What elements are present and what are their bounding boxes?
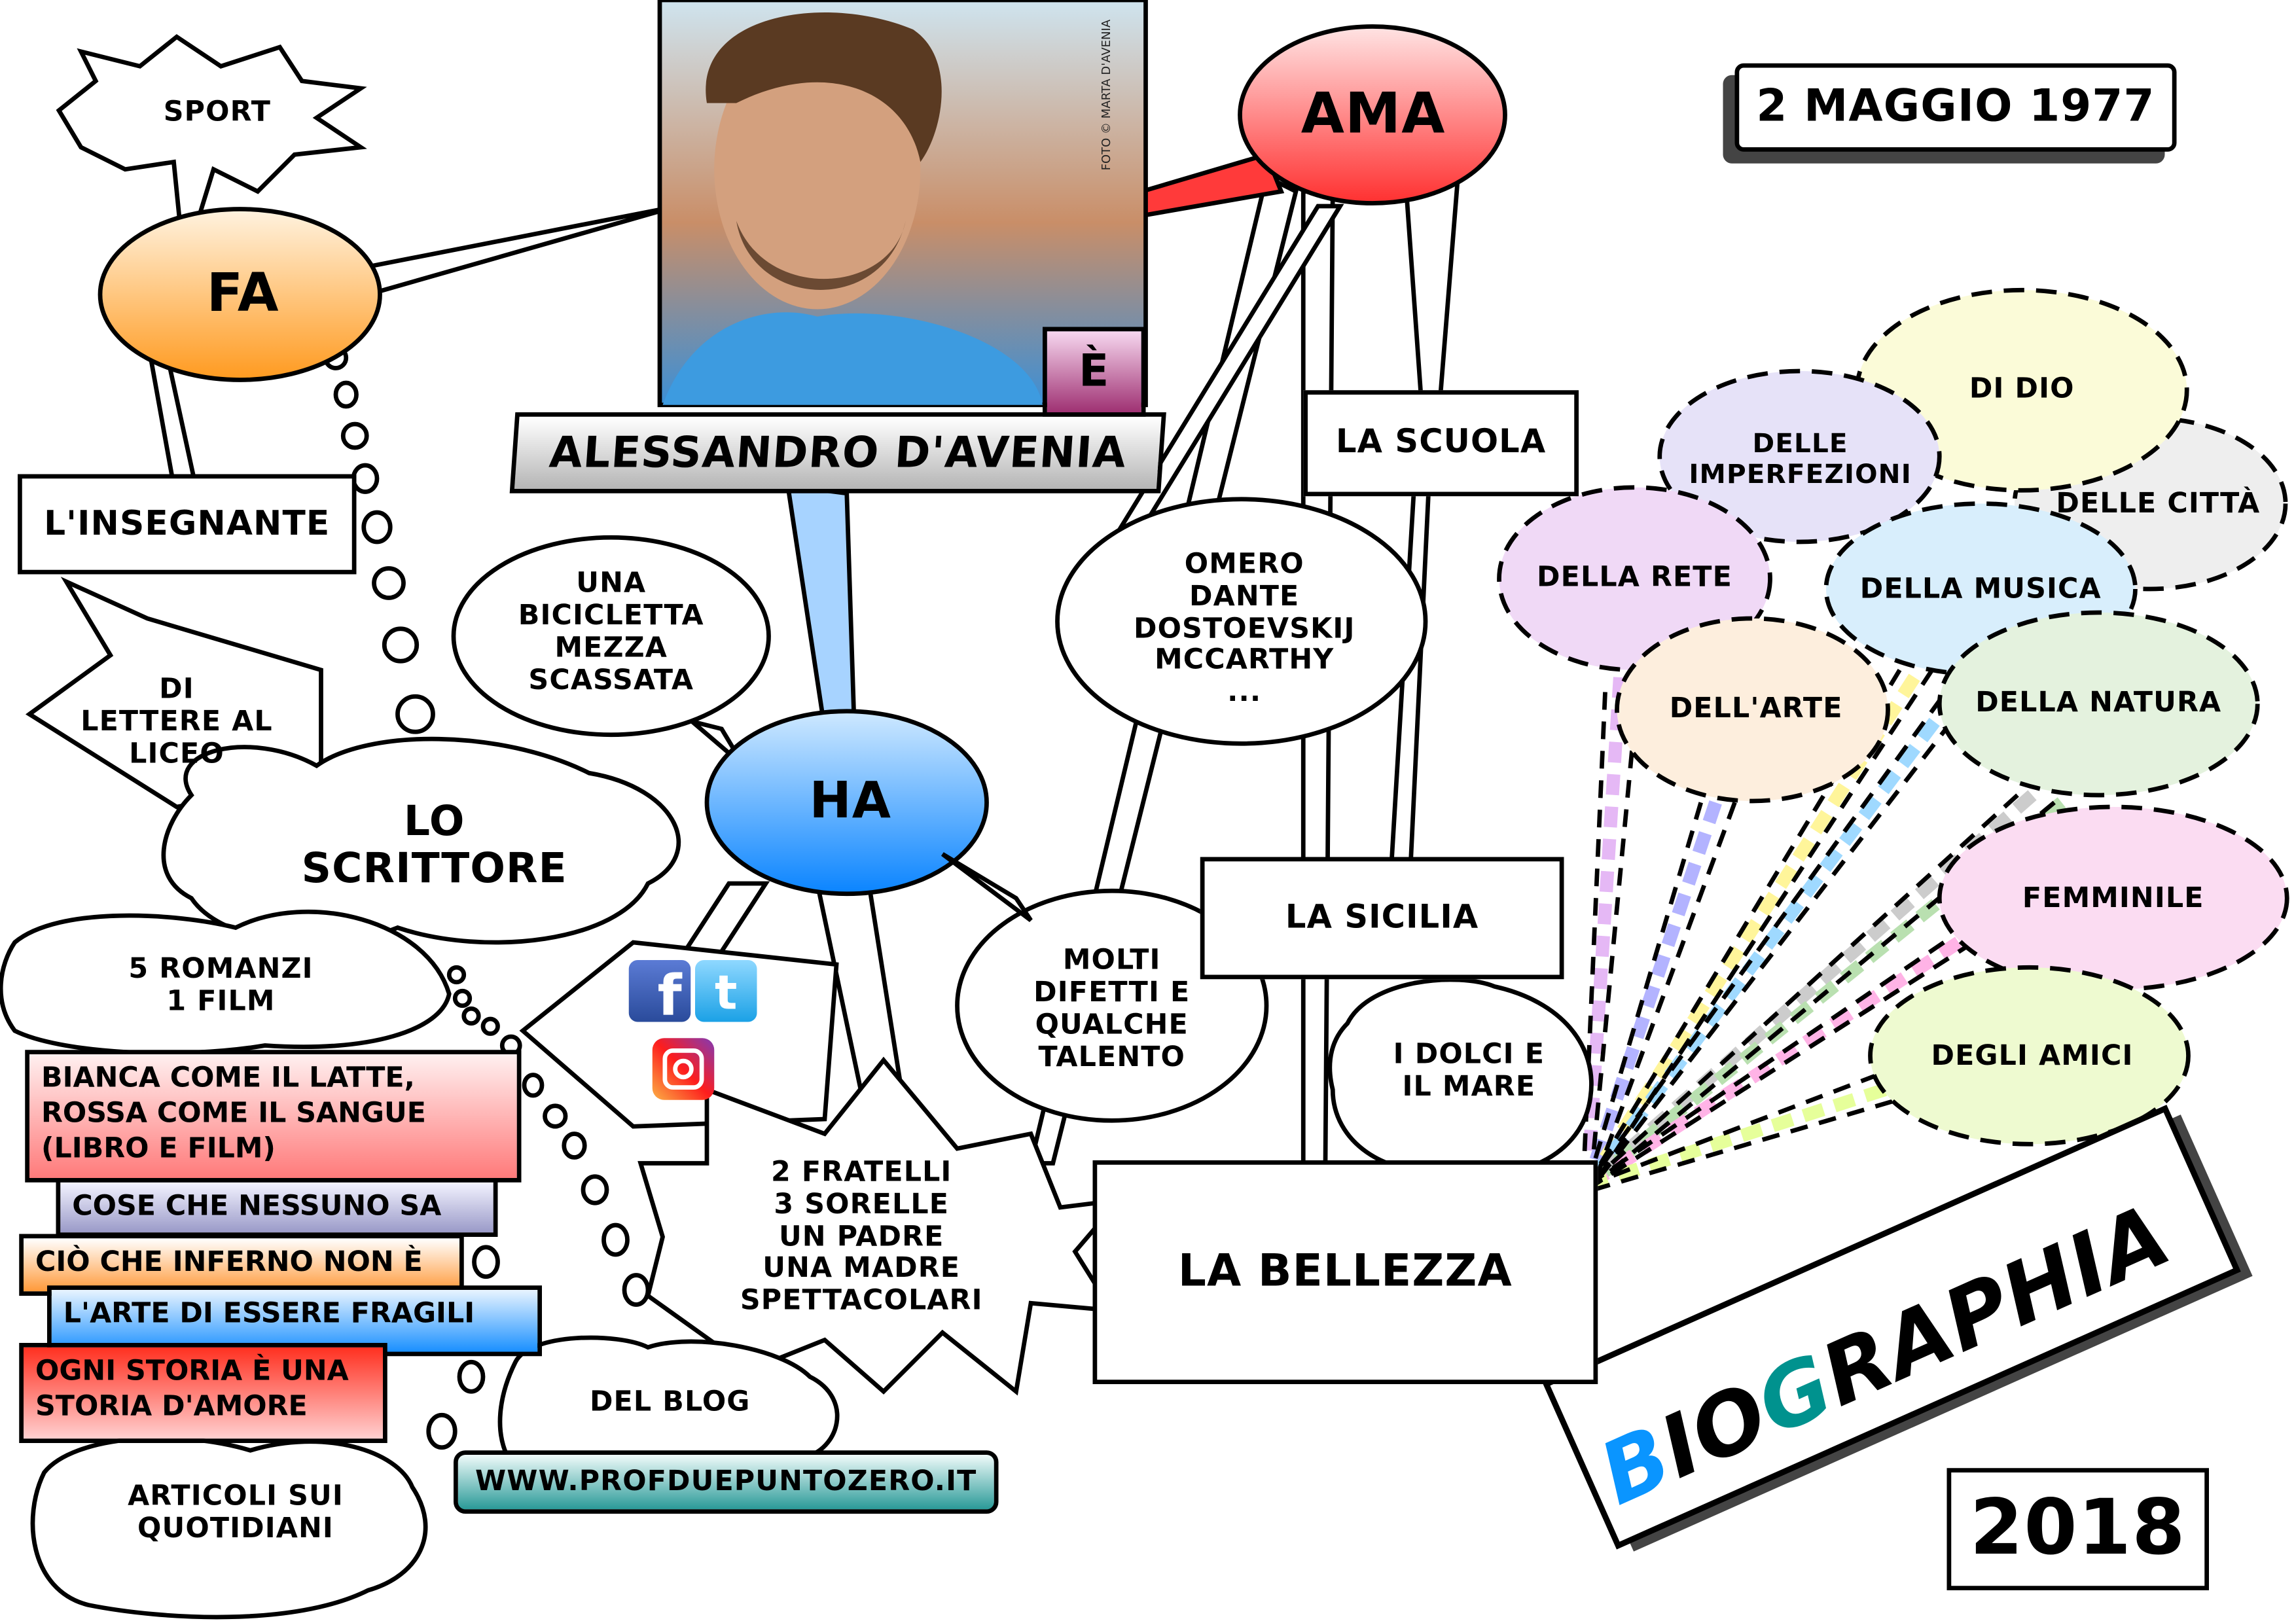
articoli-label: ARTICOLI SUI QUOTIDIANI bbox=[128, 1479, 344, 1544]
blog-label: DEL BLOG bbox=[589, 1385, 751, 1418]
scrittore-label: LO SCRITTORE bbox=[301, 796, 567, 893]
lettere-label: DI LETTERE AL LICEO bbox=[81, 673, 273, 770]
romanzi-cloud bbox=[0, 909, 452, 1056]
blog-cloud bbox=[497, 1335, 840, 1460]
beauty-bubbles bbox=[1497, 287, 2289, 1147]
famiglia-label: 2 FRATELLI 3 SORELLE UN PADRE UNA MADRE … bbox=[740, 1156, 983, 1317]
bici-label: UNA BICICLETTA MEZZA SCASSATA bbox=[518, 567, 704, 696]
twitter-icon[interactable]: t bbox=[695, 960, 757, 1022]
website-link[interactable]: WWW.PROFDUEPUNTOZERO.IT bbox=[454, 1450, 999, 1514]
name-to-ha bbox=[785, 483, 857, 732]
year-box: 2018 bbox=[1946, 1468, 2209, 1590]
social-bubble bbox=[519, 940, 839, 1129]
scuola-box: LA SCUOLA bbox=[1303, 390, 1579, 497]
beauty-natura: DELLA NATURA bbox=[1975, 686, 2222, 719]
instagram-icon[interactable] bbox=[652, 1038, 715, 1100]
beauty-musica: DELLA MUSICA bbox=[1859, 573, 2102, 605]
fa-label: FA bbox=[206, 264, 279, 325]
ha-label: HA bbox=[809, 772, 892, 832]
ama-to-scuola bbox=[1404, 173, 1461, 400]
beauty-amici: DEGLI AMICI bbox=[1931, 1039, 2134, 1073]
difetti-bubble bbox=[955, 888, 1269, 1123]
book-storia[interactable]: OGNI STORIA È UNA STORIA D'AMORE bbox=[19, 1343, 387, 1443]
scrittore-cloud bbox=[161, 736, 681, 946]
difetti-label: MOLTI DIFETTI E QUALCHE TALENTO bbox=[1033, 944, 1191, 1073]
romanzi-label: 5 ROMANZI 1 FILM bbox=[128, 953, 314, 1018]
sport-label: SPORT bbox=[163, 96, 271, 128]
ama-bubble bbox=[1238, 24, 1507, 205]
beauty-rete: DELLA RETE bbox=[1537, 561, 1732, 594]
dolci-cloud bbox=[1327, 977, 1594, 1177]
is-label: È bbox=[1043, 327, 1146, 420]
name-banner: ALESSANDRO D'AVENIA bbox=[509, 412, 1166, 493]
beauty-arte: DELL'ARTE bbox=[1669, 692, 1843, 725]
sport-burst bbox=[56, 34, 367, 266]
beauty-dio: DI DIO bbox=[1969, 372, 2075, 405]
book-bianca[interactable]: BIANCA COME IL LATTE, ROSSA COME IL SANG… bbox=[25, 1050, 522, 1183]
facebook-icon[interactable]: f bbox=[628, 960, 691, 1022]
dolci-label: I DOLCI E IL MARE bbox=[1393, 1037, 1545, 1103]
biographia-banner bbox=[1542, 1105, 2253, 1552]
autori-bubble bbox=[1055, 497, 1428, 746]
insegnante-box: L'INSEGNANTE bbox=[18, 474, 357, 575]
ama-label: AMA bbox=[1300, 80, 1446, 145]
photo-credit: FOTO © MARTA D'AVENIA bbox=[1100, 19, 1113, 171]
bellezza-box: LA BELLEZZA bbox=[1092, 1160, 1598, 1384]
autori-label: OMERO DANTE DOSTOEVSKIJ MCCARTHY ... bbox=[1133, 547, 1355, 709]
beauty-femminile: FEMMINILE bbox=[2022, 882, 2204, 915]
bici-bubble bbox=[451, 535, 771, 738]
beauty-imperfezioni: DELLE IMPERFEZIONI bbox=[1689, 429, 1912, 491]
book-cose[interactable]: COSE CHE NESSUNO SA bbox=[56, 1178, 498, 1237]
date-box: 2 MAGGIO 1977 bbox=[1734, 63, 2177, 152]
fa-tail bbox=[333, 204, 678, 297]
fa-bubble bbox=[98, 207, 382, 382]
ha-bubble bbox=[704, 709, 989, 897]
sicilia-box: LA SICILIA bbox=[1200, 857, 1564, 980]
beauty-citta: DELLE CITTÀ bbox=[2056, 487, 2261, 520]
